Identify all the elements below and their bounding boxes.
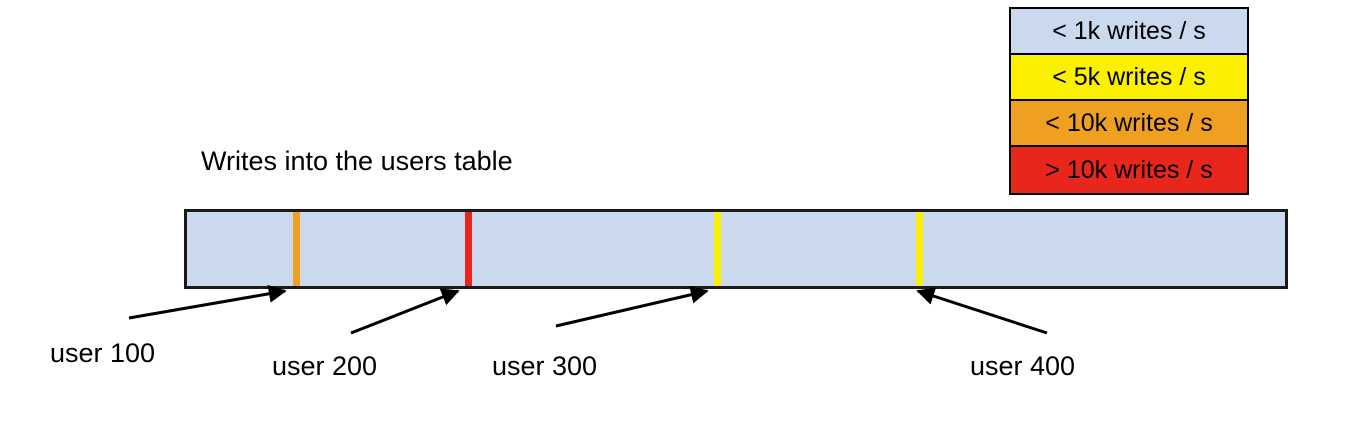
label-user-100: user 100 [50, 338, 156, 368]
marker-user-300 [714, 212, 721, 286]
arrow-user-200 [350, 288, 460, 335]
label-user-400: user 400 [970, 351, 1076, 381]
legend-label-under-5k: < 5k writes / s [1052, 62, 1206, 91]
marker-user-100 [293, 212, 300, 286]
legend-label-under-1k: < 1k writes / s [1052, 16, 1206, 45]
arrow-user-100 [128, 284, 287, 320]
legend-label-under-10k: < 10k writes / s [1045, 108, 1213, 137]
legend-label-over-10k: > 10k writes / s [1045, 155, 1213, 184]
legend-row-under-10k: < 10k writes / s [1011, 101, 1247, 147]
label-user-200: user 200 [272, 351, 378, 381]
legend-row-under-5k: < 5k writes / s [1011, 55, 1247, 101]
users-table-keyspace-bar [184, 209, 1288, 289]
chart-title: Writes into the users table [201, 146, 513, 176]
legend-row-over-10k: > 10k writes / s [1011, 147, 1247, 193]
label-user-300: user 300 [492, 351, 598, 381]
marker-user-400 [916, 212, 923, 286]
marker-user-200 [465, 212, 472, 286]
write-rate-legend: < 1k writes / s < 5k writes / s < 10k wr… [1009, 7, 1249, 195]
arrow-user-300 [555, 285, 709, 328]
arrow-user-400 [916, 287, 1048, 335]
legend-row-under-1k: < 1k writes / s [1011, 9, 1247, 55]
